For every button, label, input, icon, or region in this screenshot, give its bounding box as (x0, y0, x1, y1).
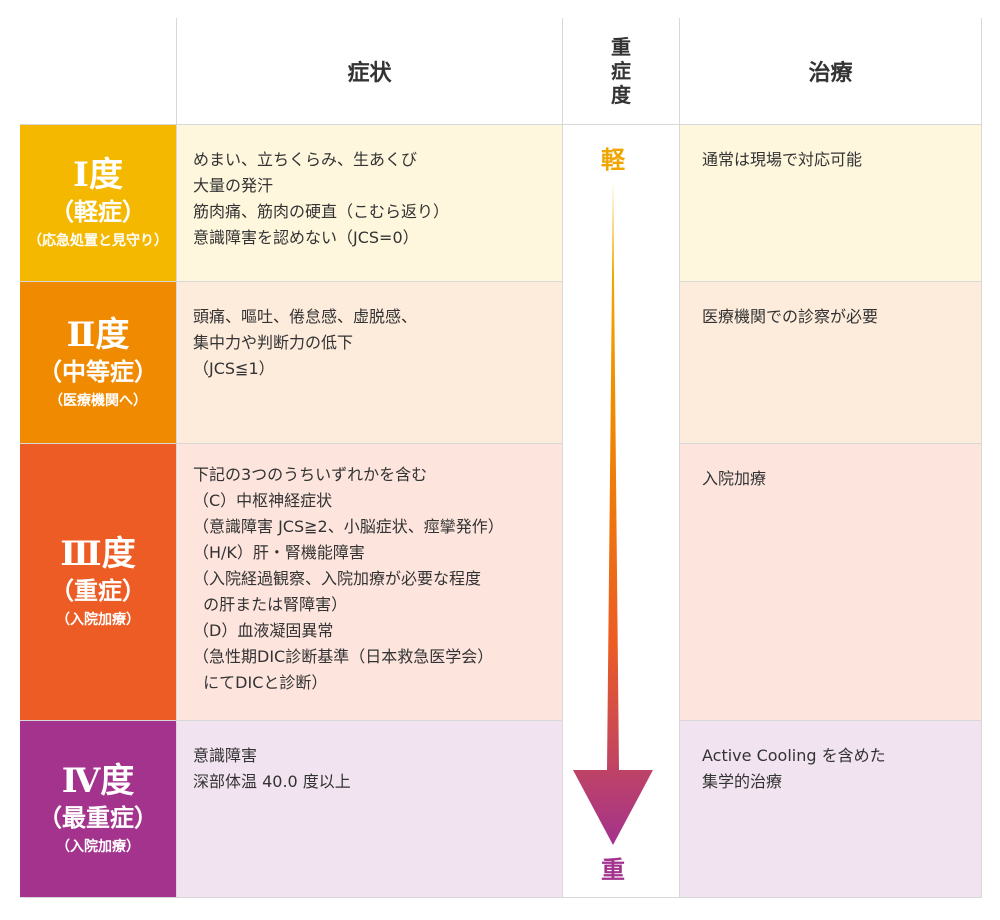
heatstroke-severity-table: 症状 重 症 度 治療 Ⅰ度 （軽症） （応急処置と見守り） めまい、立ちくらみ… (20, 18, 982, 898)
grade-subtitle: （重症） (50, 577, 146, 605)
header-severity-char-3: 度 (611, 83, 631, 107)
treatment-cell-2: 医療機関での診察が必要 (680, 282, 982, 444)
symptom-line: 集中力や判断力の低下 (193, 333, 354, 352)
symptom-line: 大量の発汗 (193, 176, 274, 195)
header-severity-char-1: 重 (611, 35, 631, 59)
grade-subtitle: （中等症） (38, 357, 158, 386)
treatment-cell-4: Active Cooling を含めた 集学的治療 (680, 721, 982, 898)
header-symptoms: 症状 (177, 18, 563, 125)
symptom-line: 意識障害を認めない（JCS=0） (193, 228, 419, 247)
grade-title: Ⅰ度 (73, 155, 123, 195)
symptom-line: （C）中枢神経症状 (193, 491, 333, 510)
symptom-line: （JCS≦1） (193, 359, 275, 378)
symptom-line: 意識障害 (193, 746, 258, 765)
grade-note: （医療機関へ） (49, 392, 147, 409)
grade-cell-1: Ⅰ度 （軽症） （応急処置と見守り） (20, 125, 177, 282)
grade-cell-3: Ⅲ度 （重症） （入院加療） (20, 444, 177, 721)
grade-subtitle: （軽症） (50, 198, 146, 226)
header-severity: 重 症 度 (563, 18, 680, 125)
symptom-line: の肝または腎障害） (193, 595, 348, 614)
grade-cell-2: Ⅱ度 （中等症） （医療機関へ） (20, 282, 177, 444)
symptom-line: （急性期DIC診断基準（日本救急医学会） (193, 647, 494, 666)
treatment-line: 通常は現場で対応可能 (702, 150, 863, 169)
severity-heavy-label: 重 (601, 856, 625, 884)
grade-title: Ⅳ度 (61, 761, 135, 801)
symptoms-cell-4: 意識障害 深部体温 40.0 度以上 (177, 721, 563, 898)
treatment-cell-1: 通常は現場で対応可能 (680, 125, 982, 282)
symptom-line: めまい、立ちくらみ、生あくび (193, 150, 418, 169)
symptom-line: 筋肉痛、筋肉の硬直（こむら返り） (193, 202, 450, 221)
treatment-line: 医療機関での診察が必要 (702, 307, 879, 326)
treatment-cell-3: 入院加療 (680, 444, 982, 721)
symptom-line: にてDICと診断） (193, 673, 328, 692)
grade-title: Ⅱ度 (66, 314, 130, 355)
symptom-line: （入院経過観察、入院加療が必要な程度 (193, 569, 482, 588)
grade-cell-4: Ⅳ度 （最重症） （入院加療） (20, 721, 177, 898)
symptom-line: （意識障害 JCS≧2、小脳症状、痙攣発作） (193, 517, 504, 536)
symptom-line: （H/K）肝・腎機能障害 (193, 543, 365, 562)
severity-light-label: 軽 (601, 146, 625, 174)
header-severity-char-2: 症 (611, 59, 631, 83)
symptom-line: 下記の3つのうちいずれかを含む (193, 465, 428, 484)
severity-arrow-icon (573, 180, 653, 845)
symptoms-cell-2: 頭痛、嘔吐、倦怠感、虚脱感、 集中力や判断力の低下 （JCS≦1） (177, 282, 563, 444)
header-treatment: 治療 (680, 18, 982, 125)
header-blank-cell (20, 18, 177, 125)
symptom-line: 深部体温 40.0 度以上 (193, 772, 351, 791)
grade-title: Ⅲ度 (60, 534, 136, 574)
grade-note: （入院加療） (56, 612, 140, 628)
severity-column (563, 125, 680, 898)
symptom-line: （D）血液凝固異常 (193, 621, 334, 640)
symptoms-cell-3: 下記の3つのうちいずれかを含む （C）中枢神経症状 （意識障害 JCS≧2、小脳… (177, 444, 563, 721)
treatment-line: 入院加療 (702, 469, 767, 488)
treatment-line: 集学的治療 (702, 772, 783, 791)
grade-subtitle: （最重症） (38, 804, 158, 832)
grade-note: （応急処置と見守り） (28, 233, 168, 249)
treatment-line: Active Cooling を含めた (702, 746, 886, 765)
grade-note: （入院加療） (56, 839, 140, 855)
symptoms-cell-1: めまい、立ちくらみ、生あくび 大量の発汗 筋肉痛、筋肉の硬直（こむら返り） 意識… (177, 125, 563, 282)
symptom-line: 頭痛、嘔吐、倦怠感、虚脱感、 (193, 307, 418, 326)
